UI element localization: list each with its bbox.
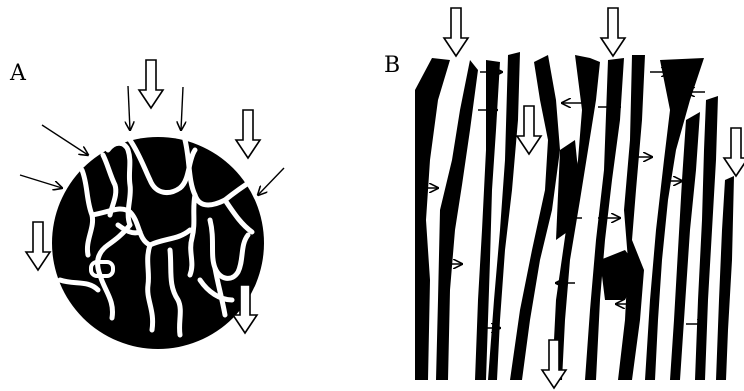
thin-arrow-icon (258, 168, 284, 195)
block-arrow-down-icon (517, 106, 541, 154)
panel-a: A (9, 60, 284, 349)
fibre-stripes (415, 52, 734, 380)
thin-arrow-icon (181, 87, 183, 130)
thin-arrow-icon (42, 125, 88, 155)
panel-b: B (384, 8, 744, 388)
thin-arrow-icon (128, 86, 130, 130)
block-arrow-down-icon (236, 110, 260, 158)
panel-b-label: B (384, 53, 400, 78)
panel-a-label: A (9, 61, 27, 86)
block-arrow-down-icon (139, 60, 163, 108)
block-arrow-down-icon (26, 222, 50, 270)
block-arrow-down-icon (724, 128, 744, 176)
block-arrow-down-icon (601, 8, 625, 56)
thin-arrow-icon (20, 175, 62, 188)
block-arrow-down-icon (444, 8, 468, 56)
